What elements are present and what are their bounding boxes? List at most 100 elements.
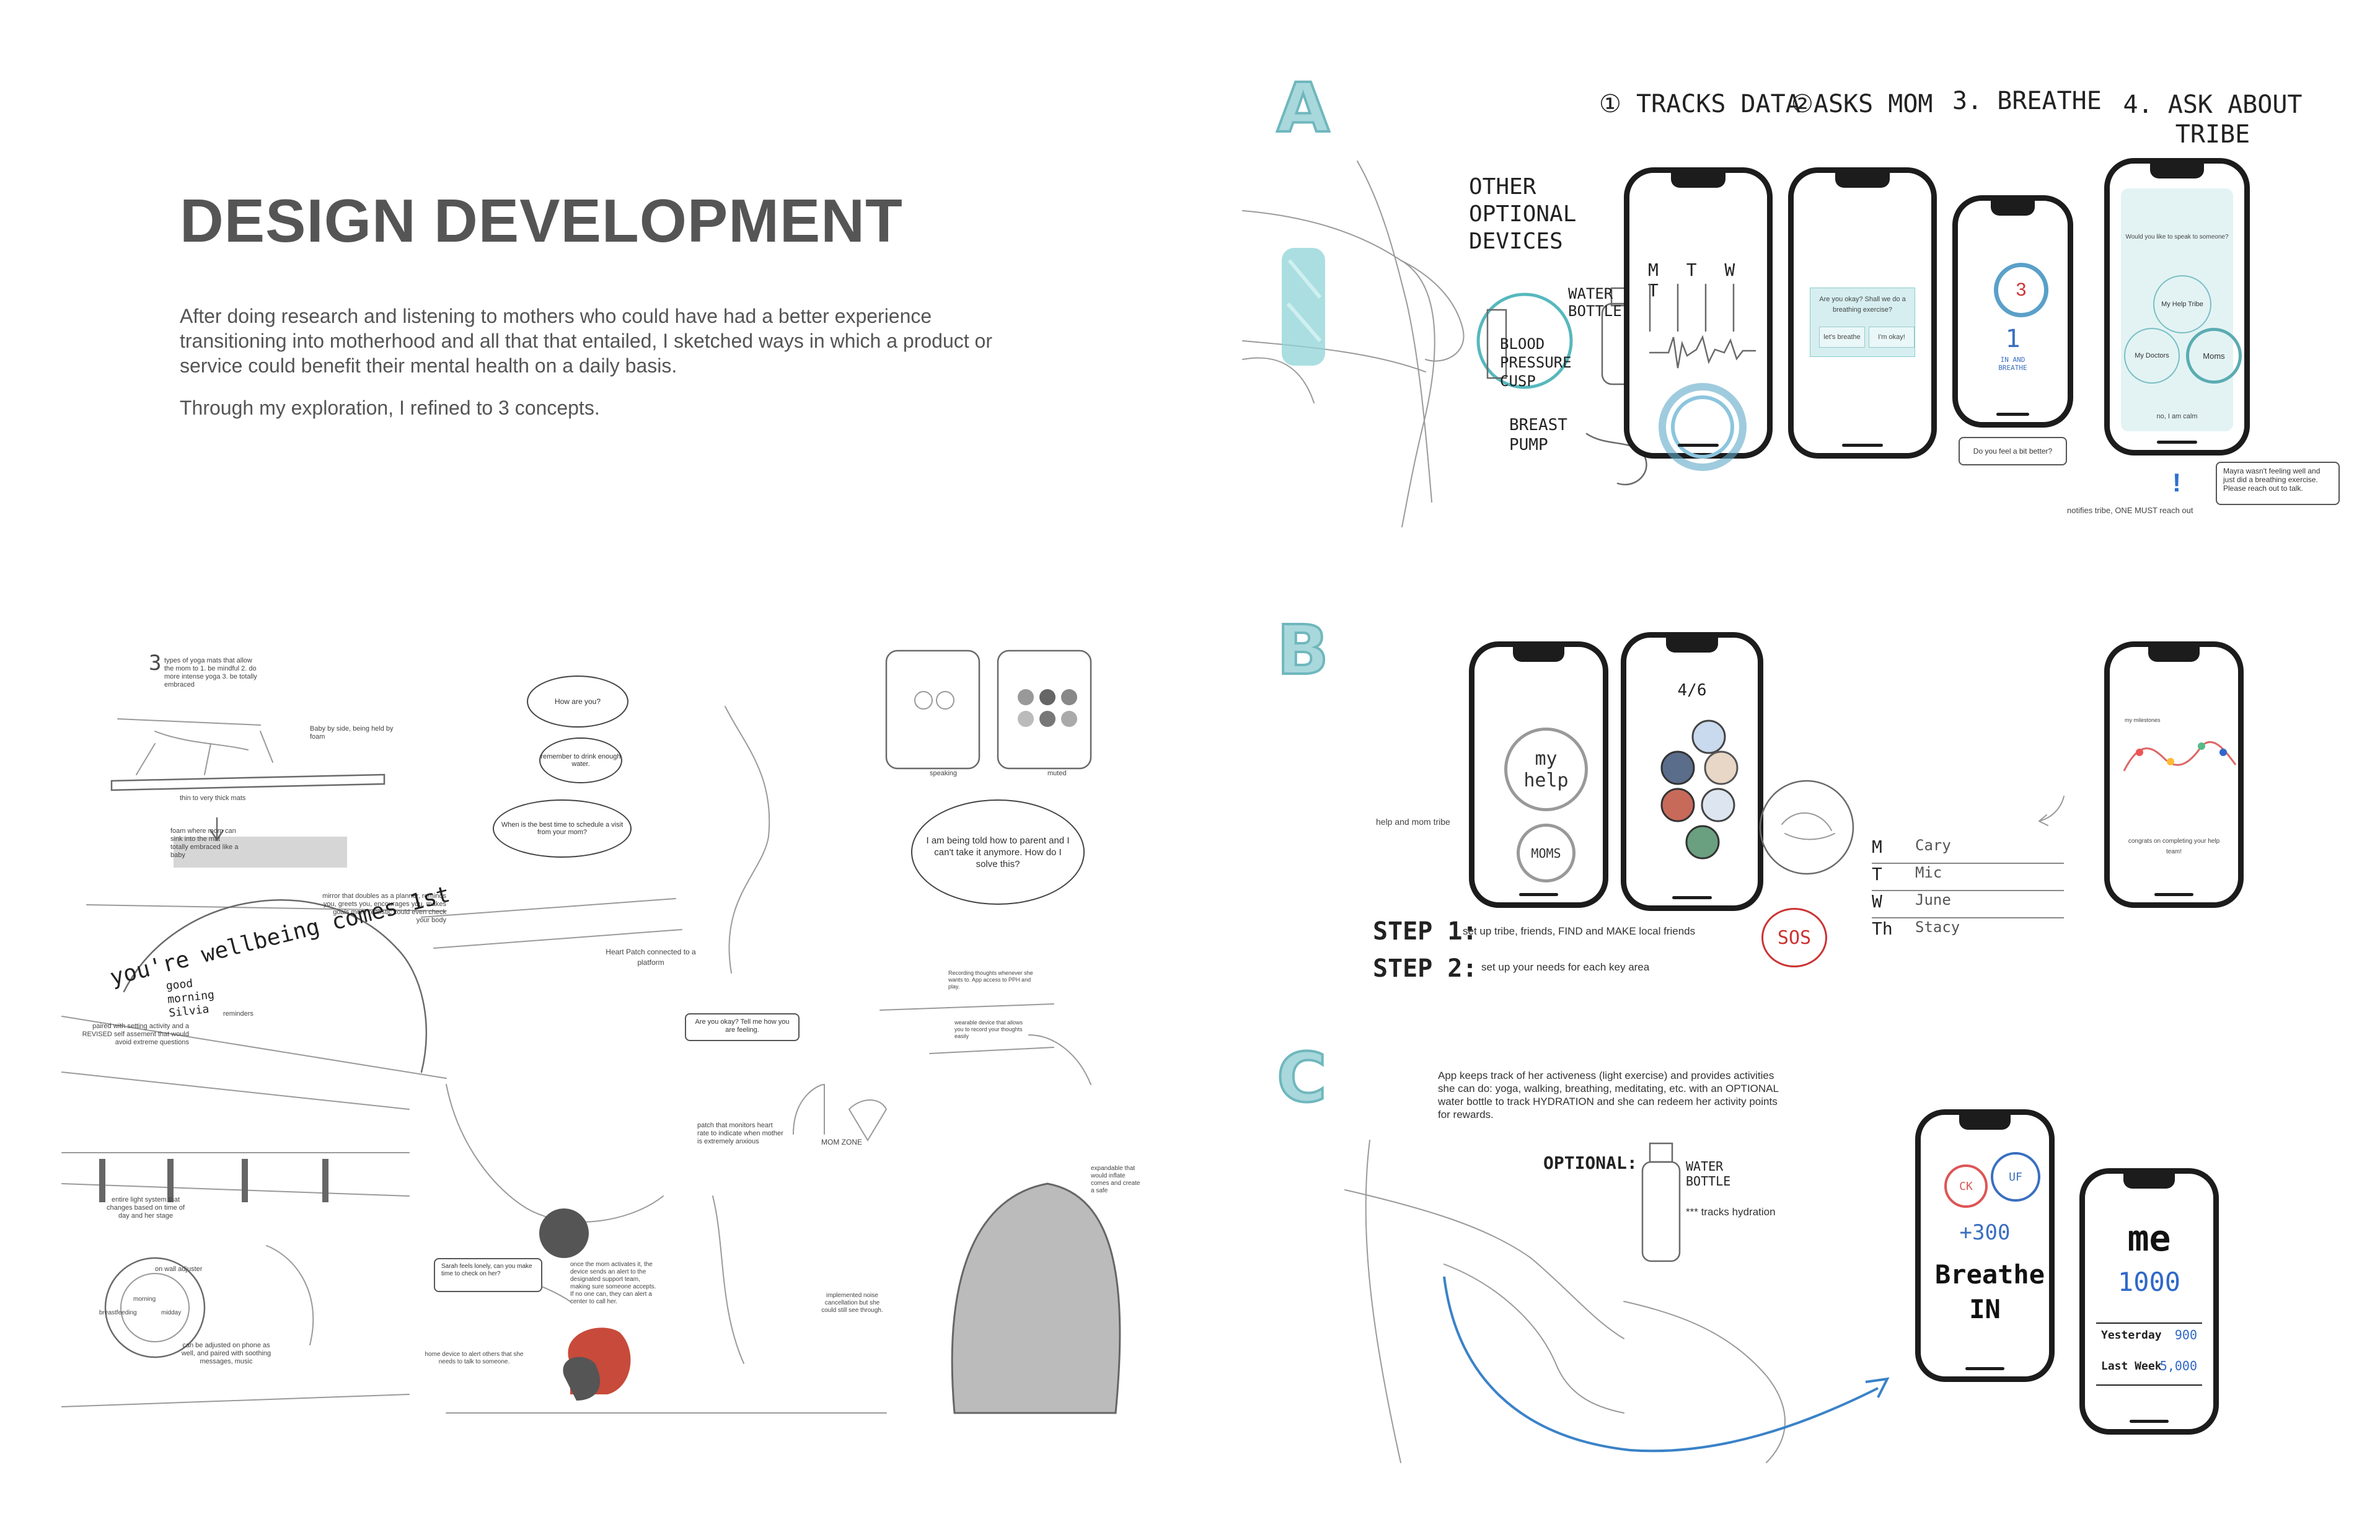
notify-message-box: Mayra wasn't feeling well and just did a…: [2216, 462, 2340, 505]
parent-bubble: I am being told how to parent and I can'…: [911, 799, 1085, 905]
phone-breathe-in: CK UF +300 Breathe IN: [1915, 1109, 2055, 1382]
heart-patch-note: Heart Patch connected to a platform: [606, 948, 696, 967]
step-3-label: 3. BREATHE: [1952, 87, 2102, 115]
tribe-option-doctors[interactable]: My Doctors: [2124, 328, 2180, 384]
im-okay-button[interactable]: I'm okay!: [1869, 327, 1915, 348]
adjust-note: can be adjusted on phone as well, and pa…: [181, 1342, 271, 1365]
points-total: 1000: [2117, 1267, 2181, 1297]
arrow-sketch: [2038, 796, 2065, 826]
help-tribe-caption: help and mom tribe: [1376, 817, 1450, 827]
mom-activates-note: once the mom activates it, the device se…: [570, 1261, 656, 1305]
step2-text: set up your needs for each key area: [1481, 961, 1650, 973]
step-4-label: 4. ASK ABOUT TRIBE: [2123, 90, 2303, 149]
my-help-circle[interactable]: my help: [1504, 728, 1588, 811]
phone-breathe: 3 1 IN AND BREATHE: [1952, 195, 2073, 428]
moms-circle[interactable]: MOMS: [1517, 824, 1576, 882]
divider: [2096, 1322, 2202, 1324]
breathe-sub: IN AND BREATHE: [1998, 356, 2027, 372]
concept-c-description: App keeps track of her activeness (light…: [1438, 1070, 1779, 1120]
figure-sketch-c: [1344, 1140, 1890, 1463]
lastweek-label: Last Week: [2101, 1360, 2162, 1373]
phone-key-areas: 4/6: [1621, 632, 1763, 911]
phone-ask-tribe: Would you like to speak to someone? My H…: [2104, 158, 2250, 455]
concept-b-letter: B: [1276, 609, 1330, 691]
user-label: me: [2127, 1217, 2171, 1259]
concept-c-letter: C: [1276, 1037, 1328, 1119]
speaking-label: speaking: [930, 770, 958, 777]
breathe-number: 1: [2005, 325, 2021, 353]
phone-points: me 1000 Yesterday 900 Last Week 5,000: [2079, 1168, 2219, 1435]
foam-note: foam where mom can sink into the mat tot…: [170, 827, 239, 859]
step1-text: set up tribe, friends, FIND and MAKE loc…: [1463, 925, 1696, 937]
yesterday-label: Yesterday: [2101, 1329, 2162, 1342]
step-2-label: ②ASKS MOM: [1791, 90, 1933, 118]
hydration-note: *** tracks hydration: [1686, 1206, 1776, 1218]
page-title: DESIGN DEVELOPMENT: [180, 187, 903, 255]
step-1-label: ① TRACKS DATA: [1599, 90, 1800, 118]
reminders-label: reminders: [223, 1010, 253, 1018]
dial-morning: morning: [133, 1296, 156, 1303]
phone-milestones: my milestones congrats on completing you…: [2104, 641, 2244, 908]
step1-label: STEP 1:: [1373, 917, 1478, 946]
devices-sketch: [1476, 287, 1647, 486]
concept-a-letter: A: [1276, 67, 1331, 149]
sketch-grid: [61, 649, 1121, 1414]
heart-rate-graph: [1649, 283, 1756, 471]
intro-paragraph: After doing research and listening to mo…: [180, 305, 992, 377]
tribe-option-moms[interactable]: Moms: [2186, 328, 2242, 384]
mom-zone-label: MOM ZONE: [821, 1138, 862, 1146]
patch-note: patch that monitors heart rate to indica…: [697, 1122, 783, 1145]
home-device-note: home device to alert others that she nee…: [425, 1351, 524, 1365]
yoga-note: types of yoga mats that allow the mom to…: [164, 657, 257, 689]
lets-breathe-button[interactable]: let's breathe: [1819, 327, 1865, 348]
sarah-note-box: Sarah feels lonely, can you make time to…: [434, 1258, 542, 1292]
congrats-text: congrats on completing your help team!: [2128, 838, 2220, 855]
blood-pressure-label: BLOOD PRESSURE CUSP: [1500, 335, 1572, 390]
water-bottle-sketch: [1641, 1142, 1681, 1262]
yesterday-value: 900: [2174, 1327, 2197, 1342]
activity-badge-two: UF: [1991, 1152, 2040, 1202]
alert-exclaim: !: [2172, 468, 2181, 497]
muted-label: muted: [1047, 770, 1067, 777]
tribe-option-help[interactable]: My Help Tribe: [2153, 275, 2211, 333]
are-you-okay-box: Are you okay? Tell me how you are feelin…: [685, 1013, 800, 1041]
key-area-bubbles: [1660, 719, 1739, 860]
sos-button[interactable]: SOS: [1761, 908, 1827, 967]
phone-asks-mom: Are you okay? Shall we do a breathing ex…: [1788, 167, 1937, 459]
paired-note: paired with setting activity and a REVIS…: [82, 1023, 189, 1046]
concepts-note: Through my exploration, I refined to 3 c…: [180, 397, 600, 419]
other-devices-label: OTHER OPTIONAL DEVICES: [1469, 174, 1577, 254]
dial-breastfeeding: breastfeeding: [99, 1309, 137, 1316]
arm-sketch: [1242, 161, 1465, 527]
yoga-number: 3: [149, 651, 162, 675]
breast-pump-label: BREAST PUMP: [1509, 416, 1567, 454]
tribe-decline[interactable]: no, I am calm: [2156, 413, 2198, 420]
activity-badge-one: CK: [1944, 1164, 1988, 1208]
lastweek-value: 5,000: [2159, 1358, 2197, 1373]
phone-tracks-data: M T W T: [1624, 167, 1773, 471]
tribe-question: Would you like to speak to someone?: [2125, 234, 2229, 240]
milestones-graph: [2123, 741, 2237, 772]
water-bottle-c: WATER BOTTLE: [1686, 1159, 1731, 1189]
phone-help-tribe: my help MOMS: [1469, 641, 1608, 908]
dial-midday: midday: [161, 1309, 182, 1316]
fraction-label: 4/6: [1677, 681, 1707, 700]
notify-caption: notifies tribe, ONE MUST reach out: [2067, 506, 2193, 515]
light-note: entire light system that changes based o…: [107, 1196, 185, 1220]
optional-label: OPTIONAL:: [1543, 1153, 1637, 1173]
feel-better-box: Do you feel a bit better?: [1959, 437, 2067, 465]
ask-mom-card: Are you okay? Shall we do a breathing ex…: [1810, 288, 1915, 357]
breathe-in-label: Breathe IN: [1935, 1259, 2045, 1324]
milestones-title: my milestones: [2125, 717, 2161, 723]
how-are-you-bubble: How are you?: [527, 675, 628, 728]
divider: [2096, 1384, 2202, 1386]
water-reminder-bubble: remember to drink enough water.: [539, 737, 622, 783]
wearable-note: wearable device that allows you to recor…: [954, 1019, 1023, 1039]
expandable-note: expandable that would inflate comes and …: [1091, 1165, 1140, 1194]
points-label: +300: [1959, 1220, 2011, 1245]
zoom-circle: [1759, 780, 1854, 875]
